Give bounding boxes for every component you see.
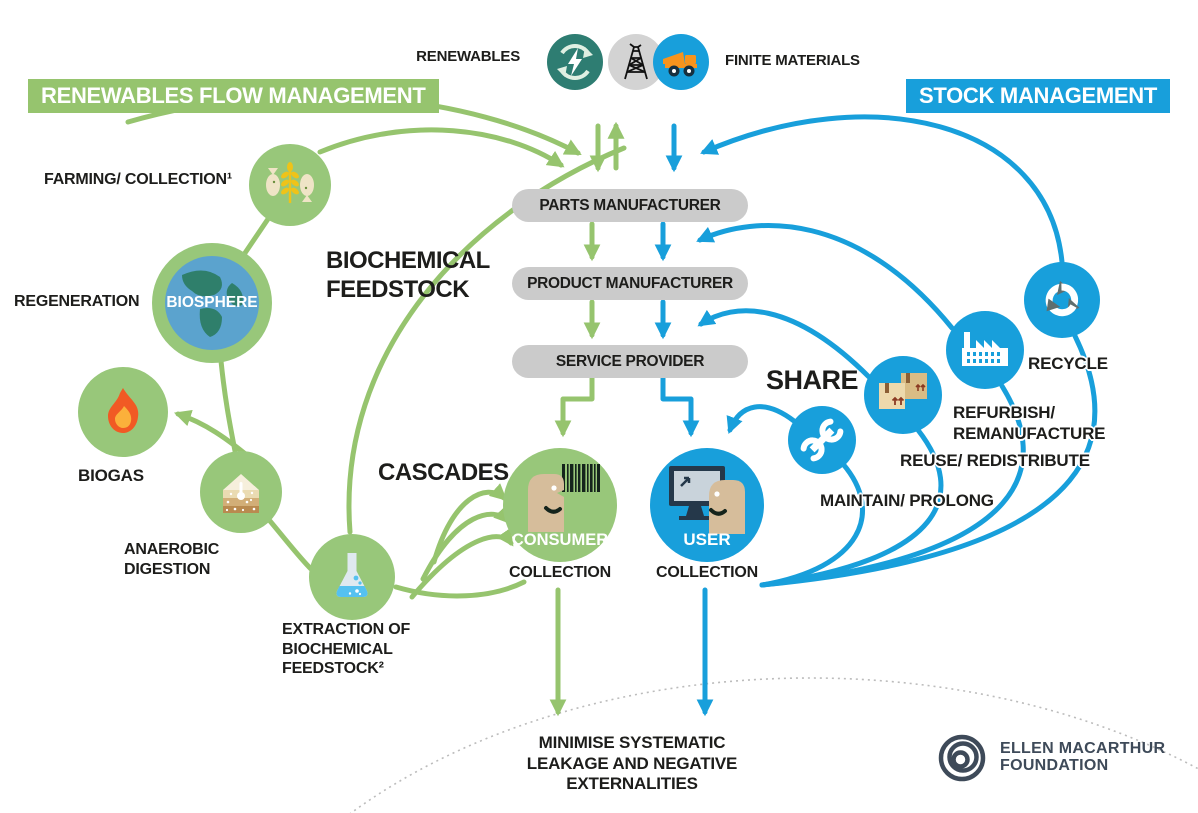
farming-collection-label: FARMING/ COLLECTION¹ <box>44 171 232 188</box>
refurbish-remanufacture-label: REFURBISH/ REMANUFACTURE <box>953 403 1106 443</box>
service-provider-pill: SERVICE PROVIDER <box>512 345 748 378</box>
recycle-label: RECYCLE <box>1028 354 1108 373</box>
flask-icon <box>309 534 395 620</box>
regeneration-label: REGENERATION <box>14 293 140 310</box>
biochemical-feedstock-label: BIOCHEMICAL FEEDSTOCK <box>326 247 490 304</box>
product-manufacturer-pill: PRODUCT MANUFACTURER <box>512 267 748 300</box>
consumer-collection-label: COLLECTION <box>509 564 611 581</box>
leakage-boundary-ellipse <box>349 677 1198 813</box>
finite-materials-label: FINITE MATERIALS <box>725 52 860 69</box>
soil-digestion-icon <box>200 451 282 533</box>
minimise-leakage-label: MINIMISE SYSTEMATIC LEAKAGE AND NEGATIVE… <box>526 733 738 794</box>
earth-icon: BIOSPHERE <box>165 256 259 350</box>
recycle-icon <box>1024 262 1100 338</box>
user-collection-label: COLLECTION <box>656 564 758 581</box>
biosphere-label: BIOSPHERE <box>166 294 258 311</box>
boxes-icon <box>864 356 942 434</box>
extraction-biochemical-feedstock-label: EXTRACTION OF BIOCHEMICAL FEEDSTOCK² <box>282 621 411 678</box>
logo-line1: ELLEN MACARTHUR <box>1000 740 1166 758</box>
renewables-flow-management-banner: RENEWABLES FLOW MANAGEMENT <box>28 79 439 113</box>
flame-icon <box>78 367 168 457</box>
user-person-monitor-icon: USER <box>650 448 764 562</box>
renewable-energy-icon <box>547 34 603 90</box>
cascades-label: CASCADES <box>378 459 509 486</box>
ellen-macarthur-foundation-logo: ELLEN MACARTHUR FOUNDATION <box>934 730 1165 786</box>
logo-line2: FOUNDATION <box>1000 757 1109 774</box>
user-label: USER <box>683 530 731 549</box>
biosphere-circle: BIOSPHERE <box>152 243 272 363</box>
anaerobic-digestion-label: ANAEROBIC DIGESTION <box>124 541 220 578</box>
renewables-label: RENEWABLES <box>416 48 520 65</box>
emf-logo-icon <box>938 734 986 782</box>
share-label: SHARE <box>766 365 859 395</box>
parts-manufacturer-pill: PARTS MANUFACTURER <box>512 189 748 222</box>
stock-management-banner: STOCK MANAGEMENT <box>906 79 1171 113</box>
reuse-redistribute-label: REUSE/ REDISTRIBUTE <box>900 451 1090 470</box>
wheat-and-fish-icon <box>249 144 331 226</box>
factory-icon <box>946 311 1024 389</box>
consumer-label: CONSUMER <box>511 531 609 549</box>
mining-truck-icon <box>653 34 709 90</box>
biogas-label: BIOGAS <box>78 466 144 485</box>
maintain-prolong-label: MAINTAIN/ PROLONG <box>820 491 994 510</box>
consumer-person-barcode-icon: CONSUMER <box>503 448 617 562</box>
wrench-icon <box>788 406 856 474</box>
